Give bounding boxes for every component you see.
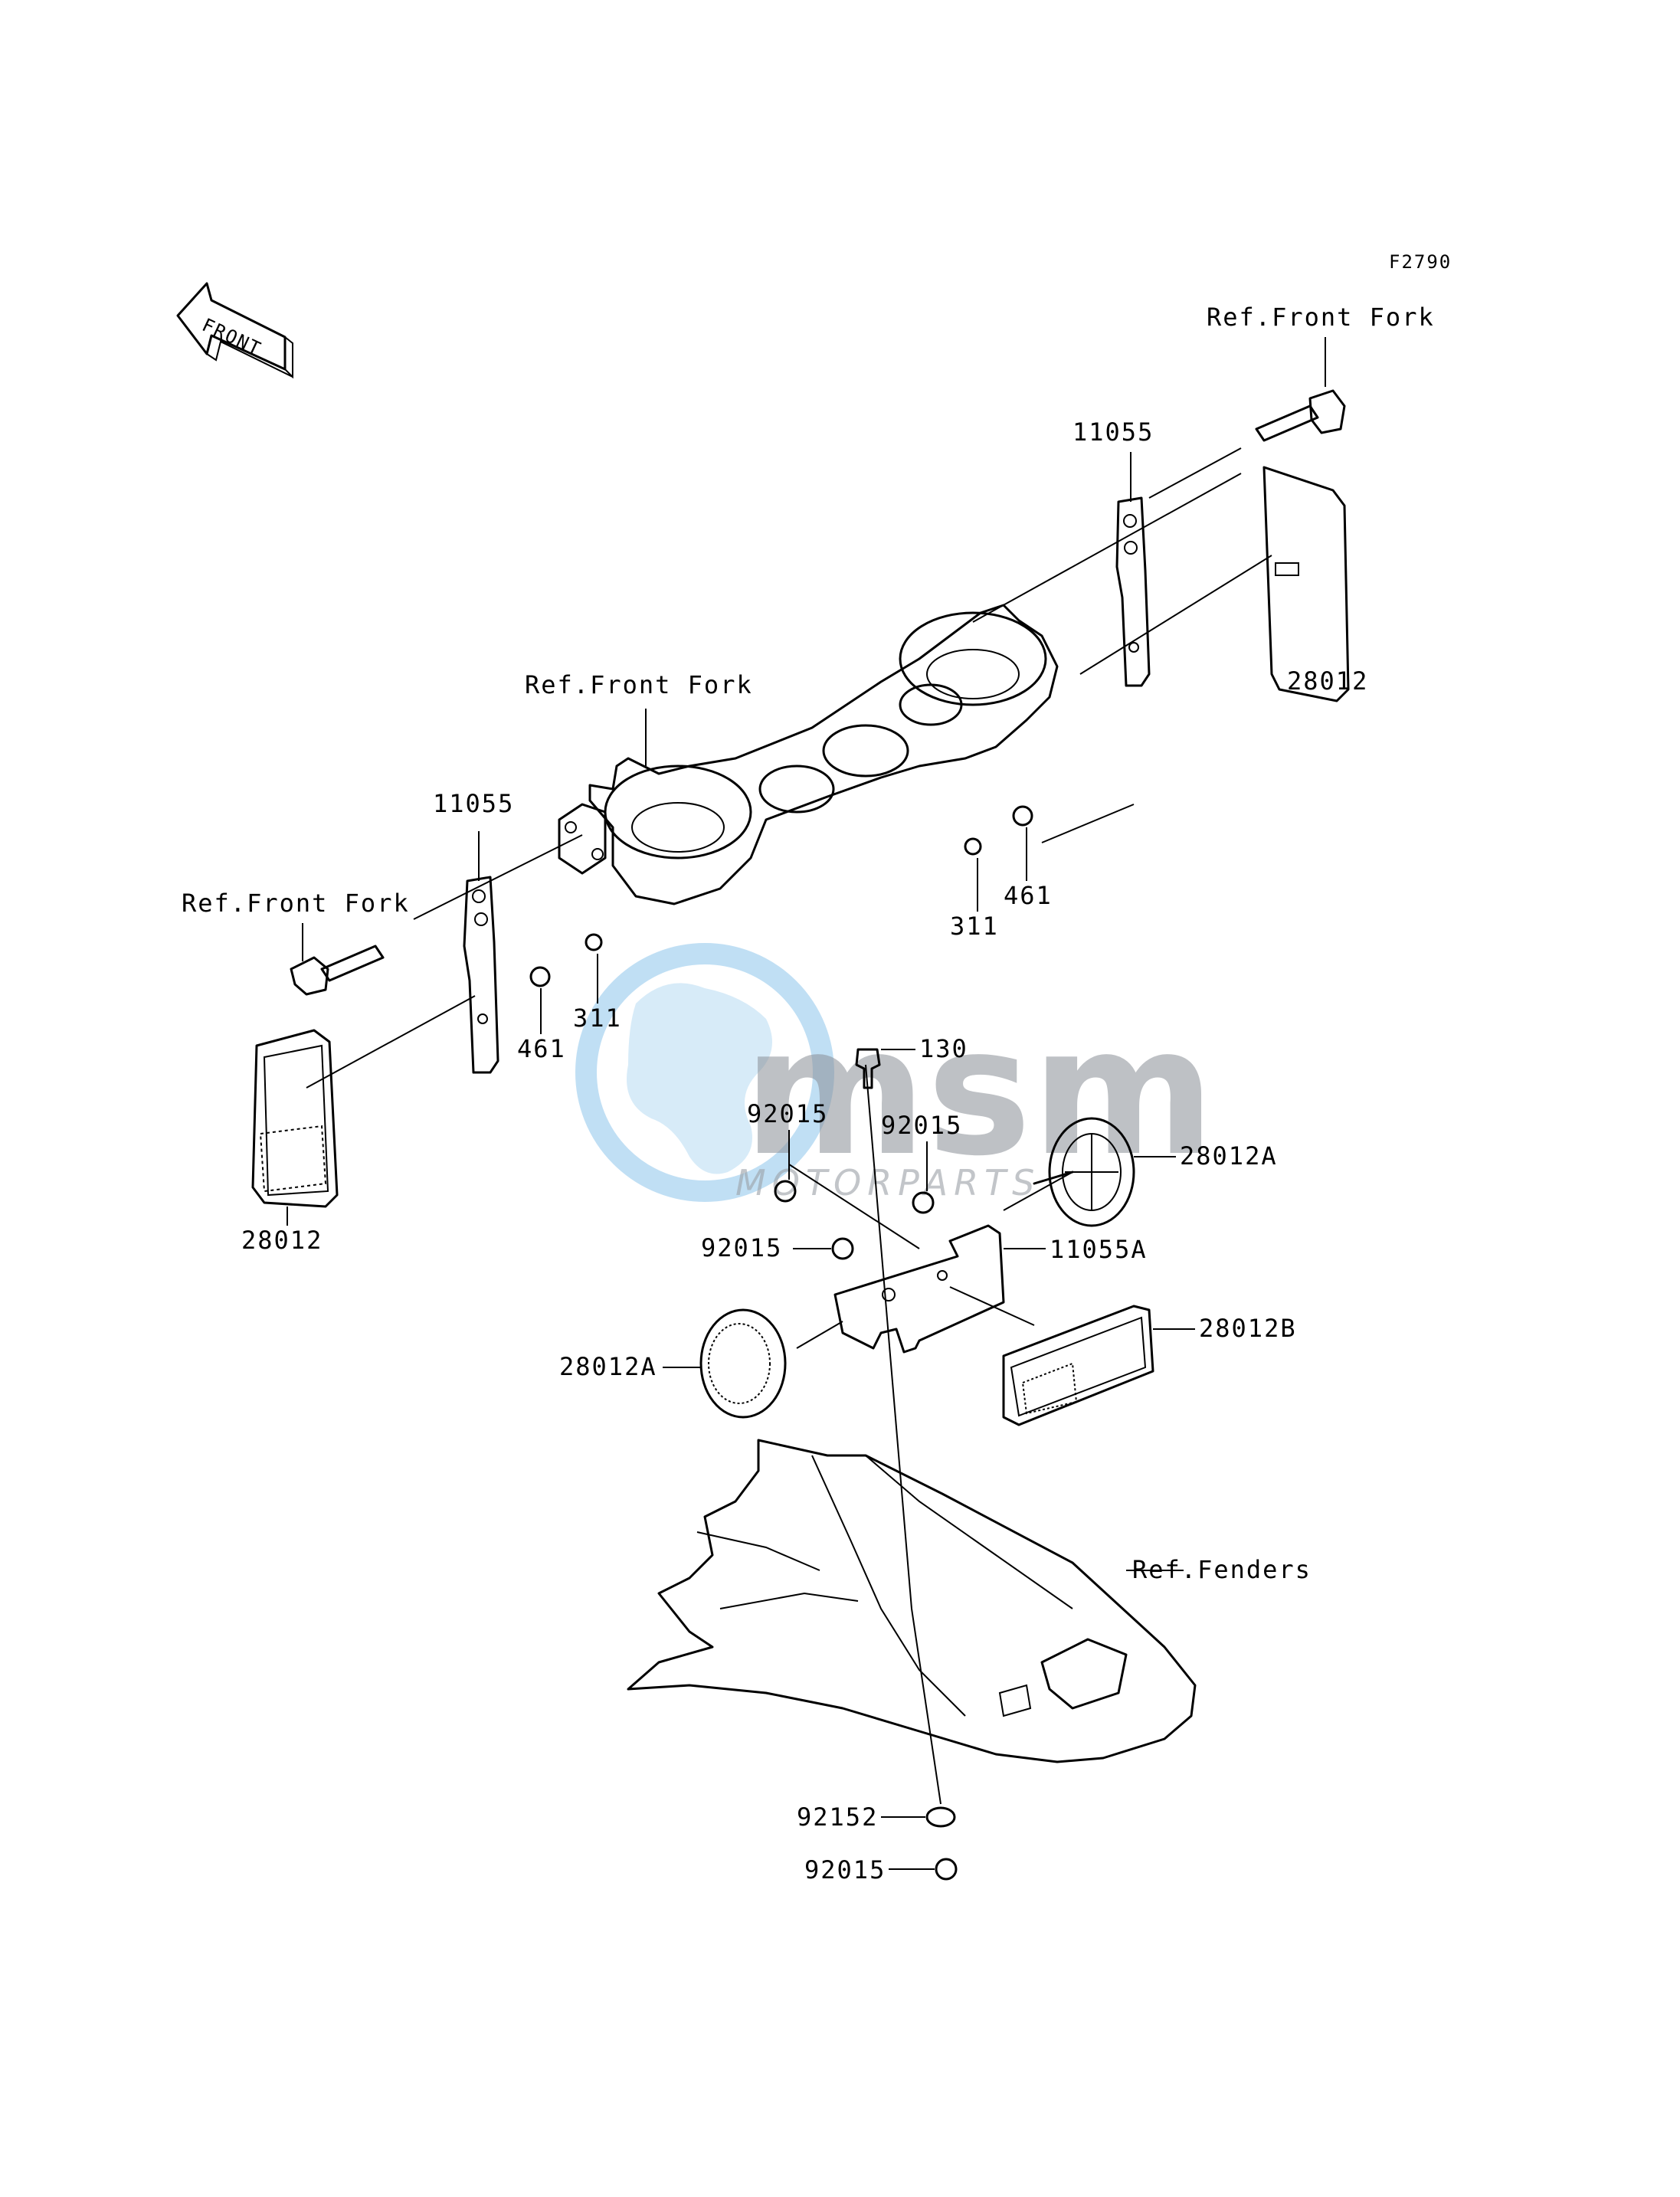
leader-lines — [287, 337, 1326, 1870]
reflector-28012A-right — [1033, 1117, 1135, 1227]
nut-92015-c-icon — [831, 1237, 854, 1260]
label-28012-left: 28012 — [241, 1226, 323, 1255]
label-92015-b: 92015 — [881, 1111, 962, 1140]
label-92152: 92152 — [797, 1802, 878, 1832]
nut-92015-a-icon — [774, 1180, 797, 1203]
label-ref-front-fork-mid: Ref.Front Fork — [525, 670, 753, 699]
grommet-92152-icon — [925, 1806, 956, 1828]
label-311-right: 311 — [950, 912, 999, 941]
label-130: 130 — [919, 1034, 968, 1063]
label-11055-left: 11055 — [433, 789, 514, 818]
nut-92015-b-icon — [912, 1191, 935, 1214]
bolt-right — [1255, 389, 1346, 442]
front-fender — [627, 1439, 1197, 1763]
label-11055-right: 11055 — [1073, 417, 1154, 447]
bracket-11055-right — [1115, 496, 1151, 687]
label-28012A-left: 28012A — [559, 1352, 657, 1381]
watermark-globe-icon — [575, 943, 834, 1202]
label-ref-fenders: Ref.Fenders — [1132, 1555, 1312, 1584]
label-461-right: 461 — [1004, 881, 1053, 910]
bracket-11055A — [833, 1224, 1005, 1354]
bolt-130-icon — [855, 1048, 881, 1089]
watermark-tagline: MOTORPARTS — [735, 1162, 1040, 1203]
label-92015-bottom: 92015 — [804, 1855, 886, 1884]
reflector-28012-left — [251, 1029, 339, 1208]
label-ref-front-fork-left: Ref.Front Fork — [182, 889, 410, 918]
label-92015-a: 92015 — [747, 1099, 828, 1128]
label-461-left: 461 — [517, 1034, 566, 1063]
label-11055A: 11055A — [1050, 1235, 1148, 1264]
label-92015-c: 92015 — [701, 1233, 782, 1262]
washer-461-right-icon — [1012, 805, 1033, 827]
reflector-28012B — [1002, 1305, 1154, 1426]
nut-311-left-icon — [585, 933, 603, 951]
nut-92015-bottom-icon — [935, 1858, 958, 1881]
label-ref-front-fork-top: Ref.Front Fork — [1207, 303, 1435, 332]
callout-labels: Ref.Front Fork 11055 28012 Ref.Front For… — [182, 303, 1435, 1884]
label-28012A-right: 28012A — [1180, 1141, 1278, 1171]
figure-code: F2790 — [1389, 251, 1452, 273]
nut-311-right-icon — [964, 837, 982, 856]
label-28012B: 28012B — [1199, 1314, 1297, 1343]
watermark-logo: msm — [743, 990, 1215, 1195]
bracket-11055-left — [463, 876, 499, 1074]
reflector-28012-right — [1262, 466, 1350, 702]
reflector-28012A-left — [699, 1308, 787, 1419]
assembly-lines — [306, 447, 1272, 1805]
front-arrow-icon: FRONT — [176, 282, 293, 379]
label-28012-right: 28012 — [1287, 666, 1368, 696]
triple-clamp — [558, 604, 1059, 905]
watermark: msm MOTORPARTS — [575, 943, 1215, 1203]
washer-461-left-icon — [529, 966, 551, 987]
label-311-left: 311 — [573, 1004, 622, 1033]
bolt-left — [290, 945, 385, 996]
watermark-continents — [627, 983, 772, 1174]
